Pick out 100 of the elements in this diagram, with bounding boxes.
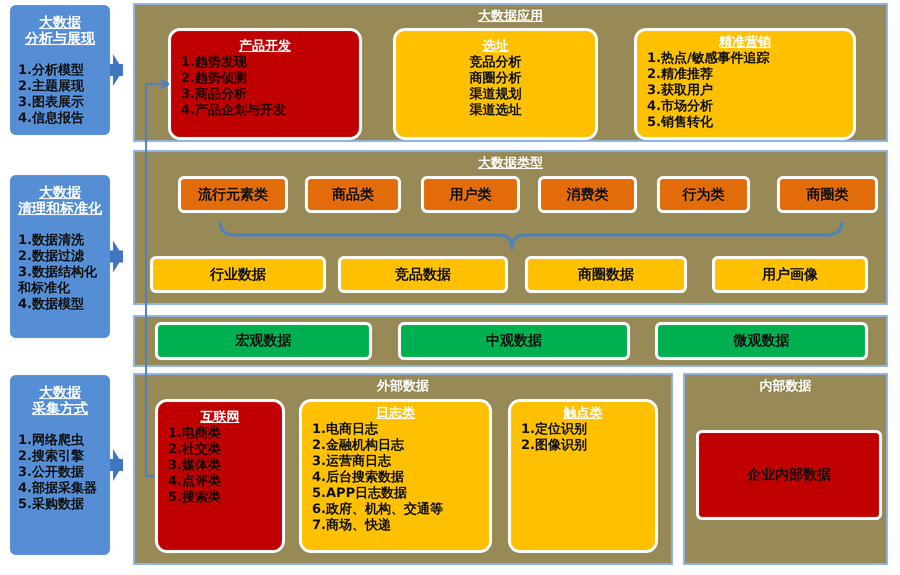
heading: 互联网 [200, 410, 240, 426]
arrow [110, 54, 123, 86]
category-box [696, 430, 882, 520]
heading: 大数据 [38, 15, 82, 31]
arrow [110, 449, 123, 481]
process-box [10, 175, 110, 338]
heading: 清理和标准化 [17, 201, 103, 217]
category-box [508, 399, 658, 553]
heading: 日志类 [375, 406, 416, 422]
list-item: 4.后台搜索数据 [312, 470, 405, 486]
process-box [10, 375, 110, 555]
list-item: 2.数据过滤 [17, 249, 85, 265]
list-item: 渠道选址 [468, 103, 522, 119]
layer-panel [133, 150, 888, 305]
box-label: 用户类 [448, 186, 492, 202]
data-box [155, 322, 372, 360]
process-box [10, 5, 110, 135]
list-item: 1.趋势发现 [181, 55, 248, 71]
list-item: 4.点评类 [168, 474, 222, 490]
heading: 选址 [482, 39, 510, 54]
data-box [398, 322, 630, 360]
list-item: 1.数据清洗 [17, 233, 85, 249]
box-label: 竞品数据 [394, 266, 452, 282]
category-box [634, 28, 856, 140]
list-item: 2.趋势侦测 [181, 71, 248, 86]
heading: 精准营销 [718, 35, 772, 50]
heading: 内部数据 [758, 379, 812, 395]
list-item: 1.热点/敏感事件追踪 [647, 51, 771, 67]
list-item: 2.社交类 [168, 442, 222, 458]
list-item: 4.数据模型 [17, 297, 85, 313]
category-box [299, 399, 492, 553]
type-box [305, 176, 401, 213]
category-box [168, 28, 362, 140]
box-label: 宏观数据 [234, 333, 292, 349]
list-item: 竞品分析 [468, 55, 522, 70]
heading: 产品开发 [238, 39, 292, 55]
list-item: 5.采购数据 [17, 497, 85, 513]
list-item: 5.APP日志数据 [312, 486, 408, 502]
heading: 大数据 [38, 385, 82, 401]
layer-panel [133, 373, 673, 565]
type-box [178, 176, 288, 213]
list-item: 5.销售转化 [647, 115, 714, 131]
list-item: 3.公开数据 [17, 465, 85, 480]
list-item: 商圈分析 [468, 71, 522, 86]
data-box [338, 256, 508, 293]
list-item: 3.数据结构化和标准化 [16, 265, 98, 297]
box-label: 行为类 [681, 186, 726, 202]
box-label: 商圈类 [806, 186, 850, 202]
list-item: 1.电商日志 [312, 422, 380, 438]
list-item: 3.商品分析 [181, 87, 248, 102]
data-box [525, 256, 687, 293]
data-box [655, 322, 868, 360]
list-item: 2.搜索引擎 [17, 449, 85, 465]
data-box [150, 256, 326, 293]
type-box [538, 176, 637, 213]
data-box [712, 256, 868, 293]
list-item: 4.部据采集器 [17, 481, 98, 496]
list-item: 3.运营商日志 [312, 454, 392, 470]
type-box [777, 176, 878, 213]
heading: 外部数据 [376, 379, 430, 395]
box-label: 消费类 [566, 186, 610, 202]
list-item: 渠道规划 [468, 87, 522, 102]
box-label: 用户画像 [760, 266, 819, 282]
heading: 大数据 [38, 185, 82, 201]
list-item: 3.图表展示 [17, 95, 85, 110]
heading: 采集方式 [31, 401, 89, 417]
list-item: 4.市场分析 [647, 99, 714, 115]
type-box [657, 176, 750, 213]
box-label: 行业数据 [208, 266, 267, 282]
list-item: 2.主题展现 [17, 79, 85, 95]
category-box [393, 28, 598, 140]
heading: 分析与展现 [24, 31, 96, 47]
box-label: 企业内部数据 [746, 467, 832, 483]
list-item: 4.信息报告 [17, 111, 85, 127]
list-item: 1.网络爬虫 [17, 433, 86, 448]
list-item: 3.媒体类 [168, 458, 222, 474]
type-box [421, 176, 520, 213]
box-label: 流行元素类 [197, 186, 269, 202]
heading: 大数据应用 [477, 9, 544, 25]
arrow [110, 240, 123, 272]
list-item: 1.分析模型 [17, 63, 85, 78]
list-item: 1.电商类 [168, 426, 222, 442]
heading: 大数据类型 [477, 156, 544, 172]
box-label: 商品类 [331, 186, 375, 202]
list-item: 3.获取用户 [647, 83, 714, 98]
box-label: 微观数据 [732, 333, 790, 349]
heading: 触点类 [562, 406, 604, 422]
layer-panel [683, 373, 888, 565]
list-item: 5.搜索类 [168, 490, 222, 506]
list-item: 2.精准推荐 [647, 67, 714, 82]
list-item: 4.产品企划与开发 [181, 103, 287, 119]
list-item: 7.商场、快递 [312, 518, 392, 534]
list-item: 6.政府、机构、交通等 [312, 502, 444, 518]
arrow [145, 78, 170, 477]
box-label: 中观数据 [485, 333, 543, 349]
list-item: 2.图像识别 [521, 438, 588, 454]
box-label: 商圈数据 [577, 266, 635, 282]
category-box [155, 399, 285, 553]
layer-panel [133, 3, 888, 142]
layer-panel [133, 315, 888, 367]
